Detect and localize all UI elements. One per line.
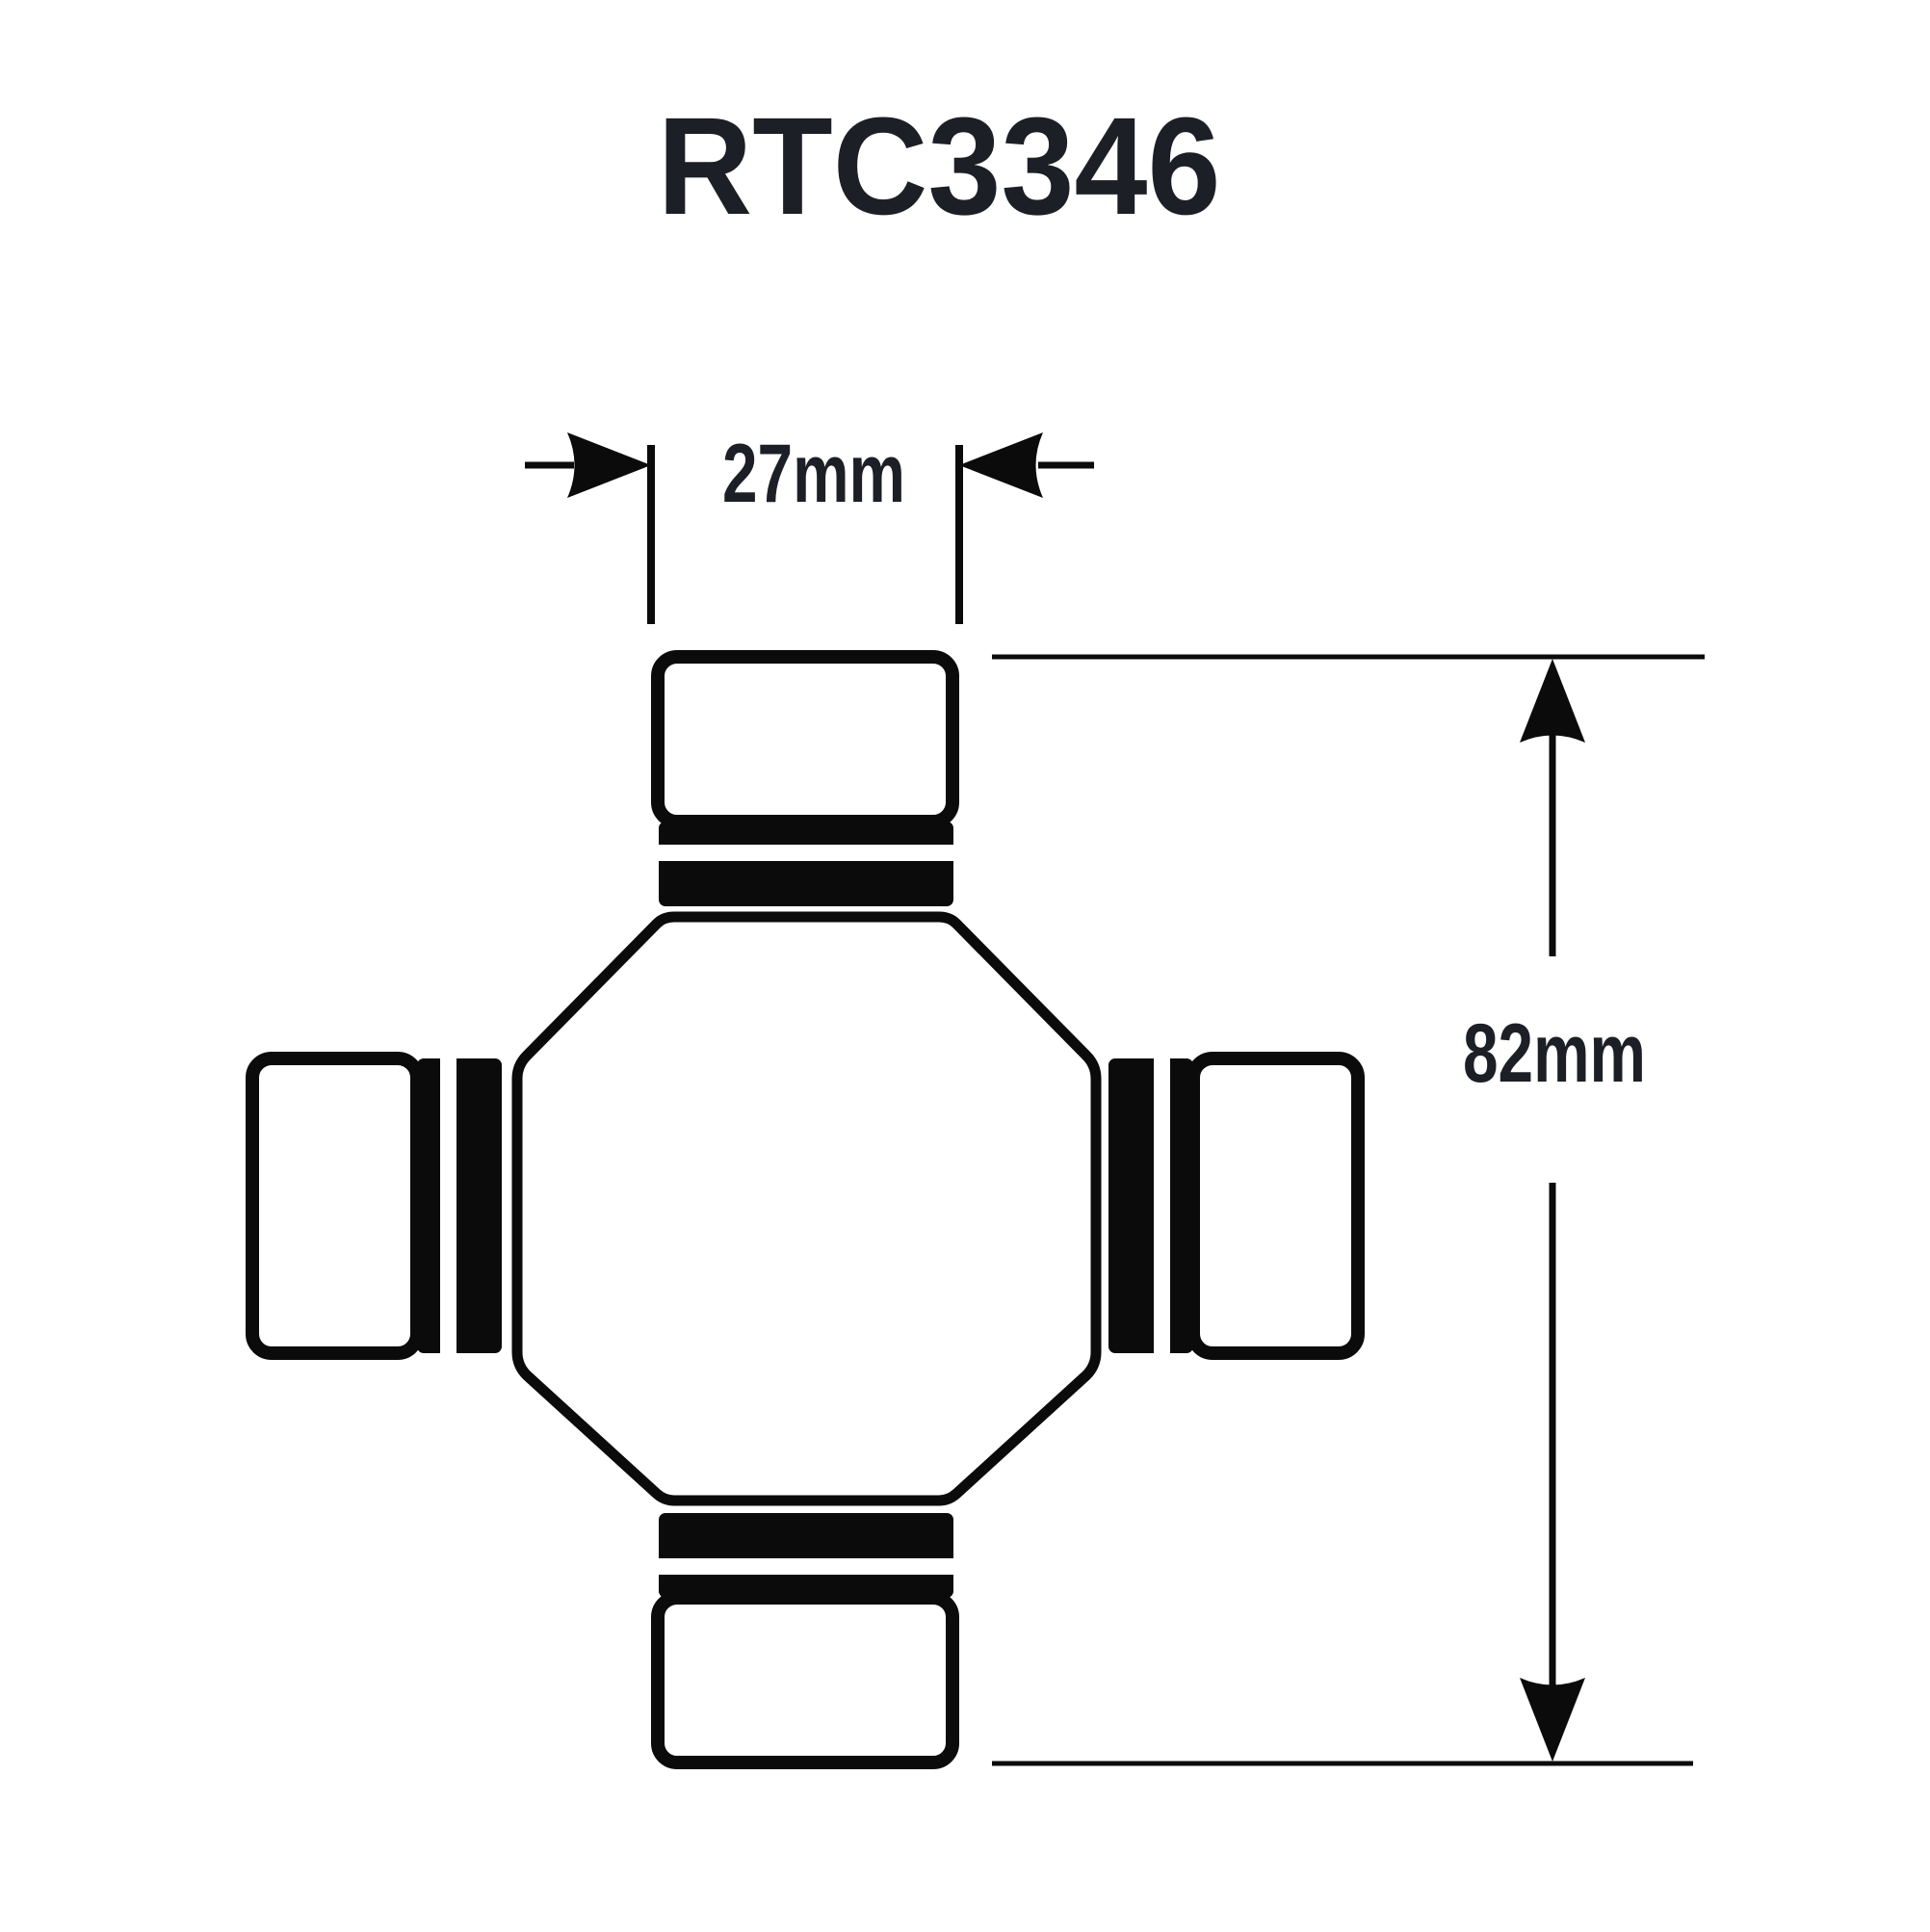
bearing-cup-top [651,650,959,906]
bearing-cup-left-cup [246,1052,424,1360]
bearing-cup-top-cup [651,650,959,828]
dimension-overall-span: 82mm [992,654,1705,1766]
bearing-cup-right-seal-block [1108,1058,1193,1353]
part-number-title: RTC3346 [658,89,1221,244]
bearing-cup-bottom-seal-block [659,1513,953,1598]
bearing-cup-bottom-cup [651,1591,959,1769]
dimension-label-27mm: 27mm [722,428,905,520]
bearing-cup-right-seal-stripe [1154,1058,1170,1353]
bearing-cup-left-seal-block [417,1058,502,1353]
bearing-cup-top-seal-block [659,822,953,906]
bearing-cup-left [246,1052,502,1360]
dimension-label-82mm: 82mm [1463,1007,1646,1100]
arrowhead-down-icon [1520,1678,1585,1762]
bearing-cup-bottom-seal-stripe [659,1558,953,1575]
center-body [511,911,1102,1506]
bearing-cup-bottom [651,1513,959,1769]
arrowhead-right-icon [567,432,651,498]
bearing-cup-right-cup [1187,1052,1365,1360]
dimension-cap-width: 27mm [525,428,1094,624]
arrowhead-left-icon [959,432,1043,498]
u-joint-cross [246,650,1365,1769]
bearing-cup-top-seal-stripe [659,845,953,861]
bearing-cup-right [1108,1052,1365,1360]
bearing-cup-left-seal-stripe [440,1058,456,1353]
arrowhead-up-icon [1520,659,1585,743]
